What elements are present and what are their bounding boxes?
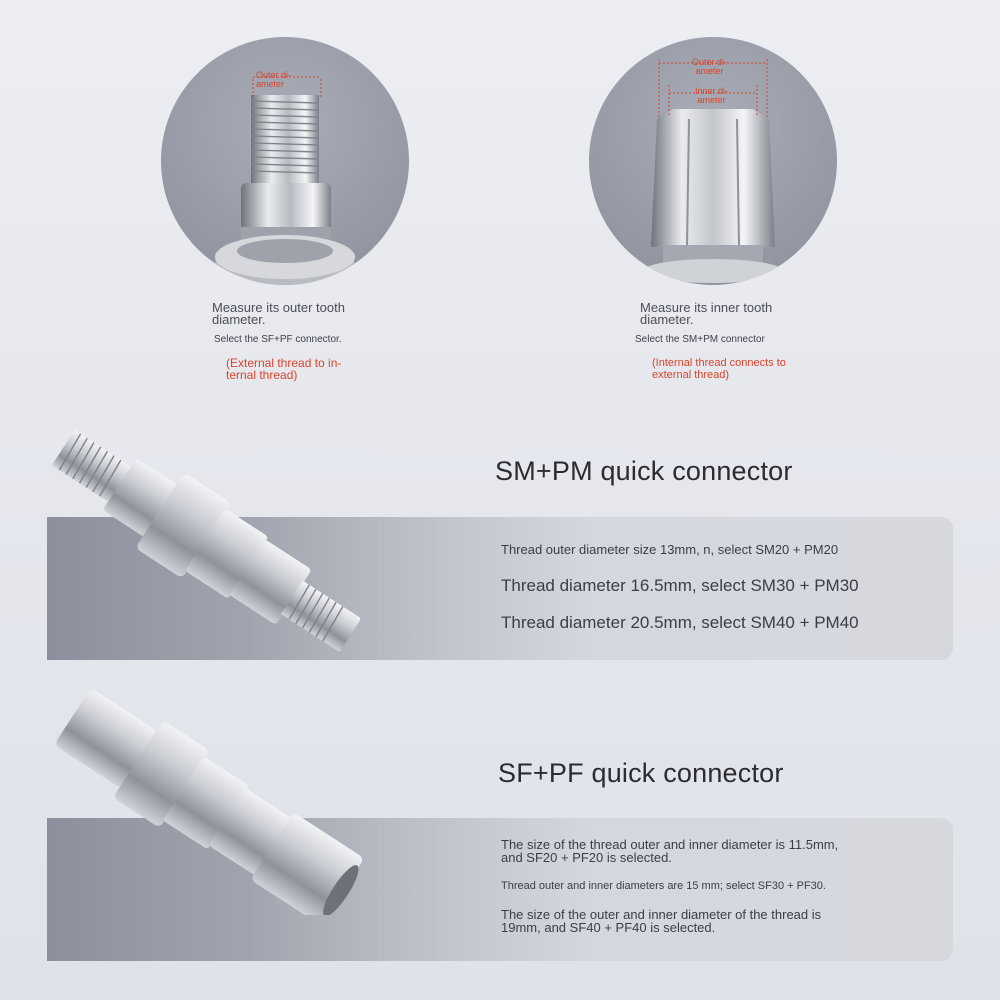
smpm-title: SM+PM quick connector [495, 456, 793, 486]
smpm-spec-3: Thread diameter 20.5mm, select SM40 + PM… [501, 613, 859, 632]
male-thread-fitting-image [215, 76, 355, 285]
female-fitting-diagram: Outer di- ameter Inner di- ameter [589, 37, 837, 285]
sfpf-connector-image [56, 690, 362, 915]
sfpf-spec-3: The size of the outer and inner diameter… [501, 907, 822, 935]
measure-inner-text: Measure its inner tooth diameter. [640, 300, 773, 327]
select-sfpf-text: Select the SF+PF connector. [214, 334, 342, 345]
male-fitting-diagram: Outer di- ameter [161, 37, 409, 285]
sfpf-spec-2: Thread outer and inner diameters are 15 … [501, 880, 826, 892]
internal-thread-note: (Internal thread connects to external th… [652, 357, 786, 381]
outer-diameter-label: Outer di- ameter [692, 57, 728, 76]
measure-outer-text: Measure its outer tooth diameter. [212, 300, 345, 327]
inner-diameter-label: Inner di- ameter [695, 86, 729, 105]
smpm-connector-image [51, 430, 360, 653]
smpm-spec-1: Thread outer diameter size 13mm, n, sele… [501, 542, 839, 557]
external-thread-note: (External thread to in- ternal thread) [226, 356, 342, 382]
smpm-spec-2: Thread diameter 16.5mm, select SM30 + PM… [501, 576, 859, 595]
female-hex-fitting-image [643, 59, 783, 283]
sfpf-title: SF+PF quick connector [498, 758, 784, 788]
select-smpm-text: Select the SM+PM connector [635, 334, 765, 345]
sfpf-spec-1: The size of the thread outer and inner d… [501, 837, 839, 865]
outer-diameter-label: Outer di- ameter [256, 70, 292, 89]
